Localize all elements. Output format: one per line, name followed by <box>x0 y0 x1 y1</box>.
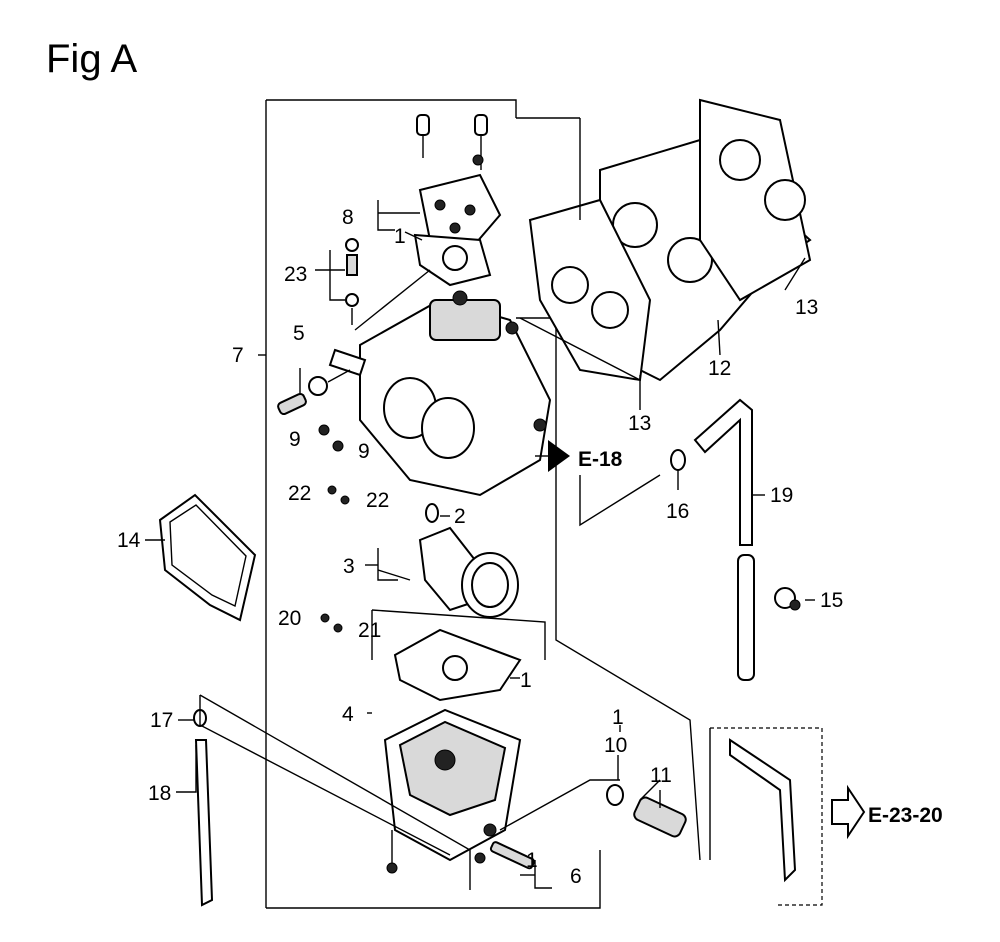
reference-e18: E-18 <box>578 448 623 471</box>
callout-1-drain: 1 <box>526 849 538 872</box>
float-3 <box>377 503 519 618</box>
callout-22-left: 22 <box>288 482 311 505</box>
gasket-13-front <box>528 198 652 382</box>
leader-lines <box>145 200 815 889</box>
fuel-line-group <box>709 727 823 906</box>
callout-8: 8 <box>342 206 354 229</box>
callout-1-gasket: 1 <box>520 669 532 692</box>
callout-3: 3 <box>343 555 355 578</box>
callout-11: 11 <box>650 764 672 787</box>
reference-arrow-e23 <box>831 784 866 840</box>
callout-1-valve: 1 <box>612 706 624 729</box>
hose-19 <box>693 398 755 681</box>
callout-1-top: 1 <box>394 225 406 248</box>
clip-16 <box>670 449 686 471</box>
callout-9-left: 9 <box>289 428 301 451</box>
callout-22-right: 22 <box>366 489 389 512</box>
jet-23 <box>345 238 359 325</box>
reference-arrow-e18 <box>535 440 570 472</box>
callout-18: 18 <box>148 782 171 805</box>
top-screws <box>416 114 488 170</box>
clamp-15 <box>774 587 801 611</box>
callout-6: 6 <box>570 865 582 888</box>
callout-12: 12 <box>708 357 731 380</box>
callout-16: 16 <box>666 500 689 523</box>
callout-19: 19 <box>770 484 793 507</box>
gasket-13-rear <box>699 98 812 302</box>
callout-7: 7 <box>232 344 244 367</box>
carburetor-top-cover <box>413 173 502 287</box>
gasket-14 <box>158 493 257 622</box>
callout-14: 14 <box>117 529 141 552</box>
washer-10 <box>606 784 624 806</box>
callout-10: 10 <box>604 734 627 757</box>
callout-2: 2 <box>454 505 466 528</box>
solenoid-valve-11 <box>633 779 687 838</box>
callout-5: 5 <box>293 322 305 345</box>
callout-13-lower: 13 <box>628 412 651 435</box>
callout-15: 15 <box>820 589 843 612</box>
throttle-stop-screw-5 <box>277 369 351 416</box>
callout-4: 4 <box>342 703 354 726</box>
callout-23: 23 <box>284 263 307 286</box>
figure-title: Fig A <box>46 37 137 81</box>
float-chamber-gasket <box>393 628 522 702</box>
float-chamber-4 <box>383 708 522 874</box>
drain-screw-6 <box>474 841 535 870</box>
callout-17: 17 <box>150 709 173 732</box>
small-parts-20-21 <box>320 613 343 633</box>
small-parts-9-22 <box>318 424 350 505</box>
hose-18 <box>193 709 214 907</box>
callout-20: 20 <box>278 607 301 630</box>
reference-e23-20: E-23-20 <box>868 804 943 827</box>
callout-13-upper: 13 <box>795 296 818 319</box>
callout-labels: 8 1 23 5 7 9 9 22 22 2 3 20 21 1 4 1 6 1… <box>117 206 843 888</box>
callout-21: 21 <box>358 619 381 642</box>
callout-9-right: 9 <box>358 440 370 463</box>
assembly-frame <box>265 99 701 909</box>
carburetor-body <box>328 290 552 497</box>
